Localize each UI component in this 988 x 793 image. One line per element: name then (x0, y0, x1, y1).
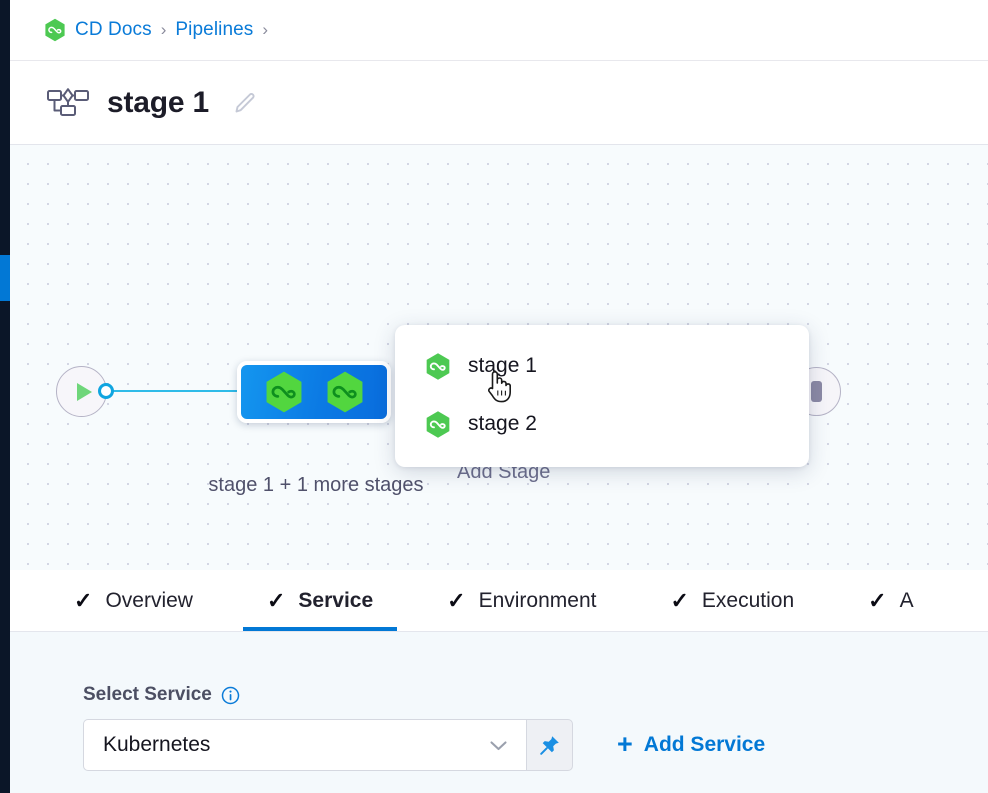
check-icon: ✓ (74, 587, 93, 613)
pencil-edit-icon[interactable] (232, 90, 258, 116)
check-icon: ✓ (670, 587, 689, 613)
pin-thumbtack-icon (539, 734, 561, 756)
tab-service[interactable]: ✓ Service (242, 570, 398, 631)
tab-environment[interactable]: ✓ Environment (423, 570, 620, 631)
left-nav-rail (0, 0, 10, 793)
breadcrumb-link-label[interactable]: CD Docs (75, 19, 152, 40)
check-icon: ✓ (447, 587, 466, 613)
stage-list-item-label-2: stage 2 (468, 412, 537, 435)
harness-hexagon-icon (44, 18, 66, 42)
pin-service-button[interactable] (526, 719, 573, 771)
harness-hexagon-icon-2 (425, 410, 451, 439)
stage-list-item-2[interactable]: stage 2 (395, 395, 809, 453)
add-service-label: Add Service (643, 733, 766, 756)
check-icon: ✓ (266, 587, 286, 613)
info-circle-icon[interactable] (221, 686, 240, 705)
breadcrumb-separator-2: › (262, 20, 269, 39)
breadcrumb-item-cd-docs[interactable]: CD Docs (44, 18, 152, 42)
select-service-label-row: Select Service (83, 684, 988, 706)
harness-hexagon-icon (264, 370, 304, 414)
tab-label: Execution (701, 588, 795, 612)
breadcrumb: CD Docs › Pipelines › (10, 0, 988, 61)
tab-label: A (899, 588, 914, 612)
tab-execution[interactable]: ✓ Execution (646, 570, 818, 631)
service-controls: Kubernetes (83, 719, 988, 771)
tab-label: Service (298, 588, 374, 612)
select-service-label: Select Service (83, 684, 212, 705)
tab-advanced[interactable]: ✓ A (844, 570, 937, 631)
tab-overview[interactable]: ✓ Overview (50, 570, 217, 631)
plus-icon: + (617, 729, 633, 760)
left-nav-active-indicator (0, 255, 10, 301)
harness-hexagon-icon (425, 352, 451, 381)
stage-list-item-1[interactable]: stage 1 (395, 337, 809, 395)
pipeline-canvas[interactable]: stage 1 + 1 more stages Add Stage stage … (10, 145, 988, 570)
service-form: Select Service Kubernetes (10, 632, 988, 793)
play-triangle-icon (76, 382, 92, 401)
select-service-value: Kubernetes (103, 733, 211, 756)
chevron-down-icon[interactable] (489, 739, 508, 752)
pipeline-connector-line (112, 390, 252, 393)
add-service-button[interactable]: + Add Service (617, 729, 766, 760)
pipeline-stage-diagram-icon (46, 86, 90, 120)
stage-selection-panel: stage 1 stage 2 (395, 325, 809, 467)
stage-tabs: ✓ Overview ✓ Service ✓ Environment ✓ Exe… (10, 570, 988, 632)
stage-group-node[interactable] (237, 361, 391, 423)
breadcrumb-item-pipelines[interactable]: Pipelines (175, 19, 254, 40)
tab-label: Environment (478, 588, 597, 612)
page-title: stage 1 (107, 85, 209, 119)
stage-list-item-label: stage 1 (468, 354, 537, 377)
check-icon: ✓ (868, 587, 887, 613)
stop-square-icon (811, 381, 822, 402)
page-header: stage 1 (10, 61, 988, 145)
tab-label: Overview (105, 588, 193, 612)
select-service-dropdown[interactable]: Kubernetes (83, 719, 526, 771)
select-service-control: Kubernetes (83, 719, 573, 771)
stage-group-label: stage 1 + 1 more stages (208, 474, 424, 496)
breadcrumb-separator: › (160, 20, 167, 39)
harness-hexagon-icon-2 (325, 370, 365, 414)
start-node-connector-handle[interactable] (98, 383, 114, 399)
